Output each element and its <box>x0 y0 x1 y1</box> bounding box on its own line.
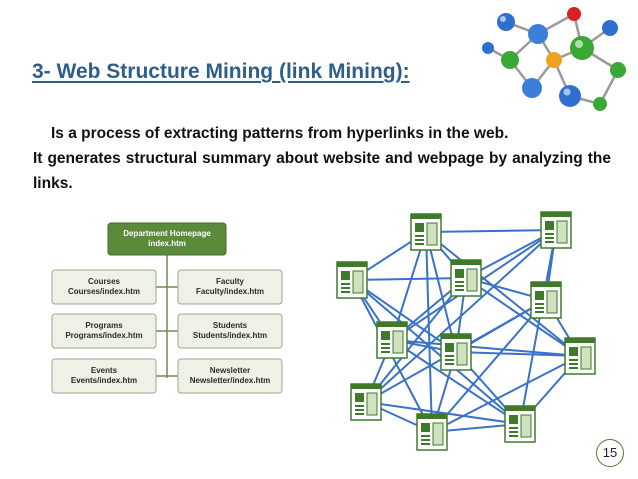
node-programs <box>51 313 157 349</box>
hyperlink-edge <box>365 401 521 425</box>
hyperlink-edge <box>391 339 521 425</box>
body-line-2: It generates structural summary about we… <box>33 150 611 192</box>
node-students-text: Students Students/index.htm <box>178 321 282 341</box>
node-faculty <box>177 269 283 305</box>
webpage-icon <box>416 413 448 451</box>
root-node-name: Department Homepage <box>123 229 211 238</box>
node-programs-text: Programs Programs/index.htm <box>52 321 156 341</box>
root-node-text: Department Homepage index.htm <box>108 229 226 249</box>
molecule-network-icon <box>482 7 626 111</box>
webpage-icon <box>336 261 368 299</box>
webpage-icon <box>450 259 482 297</box>
hyperlink-edge <box>431 299 547 433</box>
hyperlink-edge <box>425 231 457 353</box>
hyperlink-edge <box>465 277 581 357</box>
node-courses <box>51 269 157 305</box>
node-events <box>51 358 157 394</box>
hyperlink-edge <box>365 277 467 403</box>
node-faculty-text: Faculty Faculty/index.htm <box>178 277 282 297</box>
node-name: Newsletter <box>209 366 251 375</box>
hyperlink-edge <box>425 231 433 433</box>
webpage-icon <box>350 383 382 421</box>
webpage-icon <box>504 405 536 443</box>
hyperlink-edge <box>455 351 581 357</box>
webpage-icon <box>540 211 572 249</box>
root-node-path: index.htm <box>148 239 186 248</box>
node-path: Newsletter/index.htm <box>189 376 271 385</box>
hyperlink-edge <box>351 279 457 353</box>
node-name: Courses <box>87 277 120 286</box>
webpage-icon <box>564 337 596 375</box>
node-path: Faculty/index.htm <box>195 287 264 296</box>
node-path: Events/index.htm <box>70 376 138 385</box>
root-node <box>107 222 227 256</box>
body-line-1: Is a process of extracting patterns from… <box>51 125 509 142</box>
node-students <box>177 313 283 349</box>
hyperlink-edge <box>351 277 467 281</box>
hyperlink-edge <box>431 355 581 433</box>
node-name: Faculty <box>215 277 244 286</box>
webpage-icon <box>530 281 562 319</box>
hyperlink-edge <box>425 229 557 233</box>
node-newsletter <box>177 358 283 394</box>
slide-body-text: Is a process of extracting patterns from… <box>33 121 611 196</box>
node-courses-text: Courses Courses/index.htm <box>52 277 156 297</box>
page-number-badge: 15 <box>596 439 624 467</box>
webpage-icon <box>376 321 408 359</box>
webpage-icon <box>440 333 472 371</box>
node-path: Students/index.htm <box>192 331 268 340</box>
node-path: Programs/index.htm <box>65 331 143 340</box>
node-name: Programs <box>85 321 123 330</box>
hyperlink-edge <box>351 279 521 425</box>
webpage-icon <box>410 213 442 251</box>
hyperlink-edge <box>391 339 581 357</box>
node-newsletter-text: Newsletter Newsletter/index.htm <box>178 366 282 386</box>
node-name: Students <box>212 321 248 330</box>
node-name: Events <box>90 366 118 375</box>
node-path: Courses/index.htm <box>67 287 140 296</box>
slide-title: 3- Web Structure Mining (link Mining): <box>32 60 410 83</box>
node-events-text: Events Events/index.htm <box>52 366 156 386</box>
hyperlink-edge <box>425 231 581 357</box>
